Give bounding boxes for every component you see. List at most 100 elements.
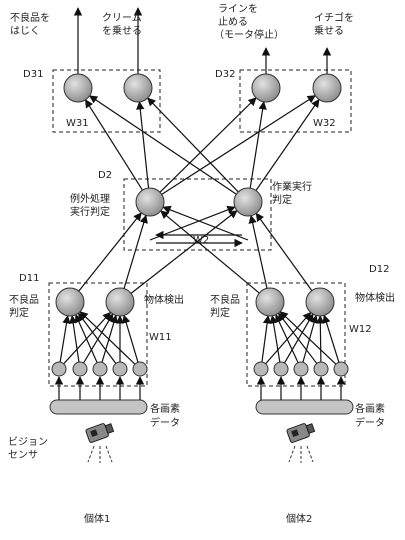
- network-nodes: [51, 73, 349, 377]
- neuron-node-l1: [55, 287, 85, 317]
- output-cream-line1: クリーム: [102, 12, 142, 24]
- defect-left-line1: 不良品: [9, 293, 39, 306]
- w2-input-edge: [130, 210, 238, 294]
- detect-left-label: 物体検出: [144, 293, 184, 306]
- output-reject-line1: 不良品を: [10, 11, 50, 24]
- exception-label-line2: 実行判定: [70, 205, 110, 218]
- pixel-right-line1: 各画素: [355, 402, 385, 415]
- output-stop-line1: ラインを: [218, 3, 258, 15]
- layer-box-d2: [123, 178, 272, 251]
- w11-edge: [59, 314, 71, 363]
- w3-edge: [161, 95, 316, 195]
- layer-label-d11: D11: [19, 273, 39, 284]
- input-node-9: [333, 361, 349, 377]
- input-node-6: [273, 361, 289, 377]
- input-node-1: [72, 361, 88, 377]
- camera-icon-right: [286, 423, 316, 443]
- w12-edge: [261, 315, 272, 363]
- layer-box-d12: [246, 282, 346, 387]
- input-node-5: [253, 361, 269, 377]
- input-node-2: [92, 361, 108, 377]
- output-stop-line2: 止める: [218, 16, 248, 28]
- w3-edge: [159, 97, 257, 193]
- w3-edge: [88, 95, 237, 195]
- w12-edge: [275, 313, 299, 363]
- pixel-left-line1: 各画素: [150, 402, 180, 415]
- sensor-rays-right: [288, 445, 314, 463]
- sensor-rays-left: [87, 445, 113, 463]
- w3-edge: [136, 101, 150, 189]
- unit-2-label: 個体2: [286, 512, 312, 525]
- work-label-line2: 判定: [272, 193, 292, 206]
- w12-edge: [322, 314, 340, 363]
- w12-edge: [284, 313, 314, 364]
- weight-label-w11: W11: [149, 332, 172, 343]
- input-node-4: [132, 361, 148, 377]
- defect-right-line2: 判定: [210, 306, 230, 319]
- layer-label-d12: D12: [369, 264, 389, 275]
- input-node-3: [112, 361, 128, 377]
- w12-edge: [277, 312, 318, 364]
- w2-input-edge: [248, 214, 268, 289]
- w2-input-edge: [160, 210, 260, 294]
- unit-1-label: 個体1: [84, 512, 110, 525]
- neuron-node-r1: [255, 287, 285, 317]
- w12-edge: [316, 315, 325, 363]
- output-reject-line2: はじく: [10, 25, 40, 37]
- neuron-node-o3: [251, 73, 281, 103]
- w2-input-edge: [123, 214, 148, 289]
- pixel-data-bar-right: [255, 399, 354, 415]
- exception-label-line1: 例外処理: [70, 192, 110, 205]
- w3-edge: [249, 100, 267, 189]
- input-node-7: [293, 361, 309, 377]
- weight-label-w32: W32: [313, 118, 336, 129]
- pixel-data-bar-left: [49, 399, 148, 415]
- w12-edge: [269, 314, 281, 363]
- w11-edge: [69, 315, 80, 363]
- camera-icon-left: [85, 423, 115, 443]
- vision-sensor-line1: ビジョン: [8, 436, 48, 448]
- weight-label-w12: W12: [349, 324, 372, 335]
- defect-right-line1: 不良品: [210, 293, 240, 306]
- input-node-0: [51, 361, 67, 377]
- input-node-8: [313, 361, 329, 377]
- w2-input-edge: [255, 212, 313, 291]
- w12-edge: [279, 311, 337, 365]
- output-strawberry-line2: 乗せる: [314, 25, 344, 37]
- w2-input-edge: [78, 212, 142, 292]
- defect-left-line2: 判定: [9, 306, 29, 319]
- neuron-node-o2: [123, 73, 153, 103]
- detect-right-label: 物体検出: [355, 291, 395, 304]
- w2-cross-edge: [162, 205, 249, 241]
- weight-label-w31: W31: [66, 118, 89, 129]
- neuron-node-o1: [63, 73, 93, 103]
- layer-box-d11: [48, 282, 148, 387]
- weight-label-w2: W2: [193, 235, 209, 246]
- neuron-node-m1: [135, 187, 165, 217]
- w11-edge: [77, 312, 117, 364]
- output-strawberry-line1: イチゴを: [314, 11, 354, 24]
- w3-edge: [84, 99, 144, 191]
- w12-edge: [265, 311, 312, 365]
- w11-edge: [83, 313, 114, 364]
- layer-box-d32: [239, 69, 352, 133]
- neuron-node-l2: [105, 287, 135, 317]
- w11-edge: [63, 311, 112, 365]
- neuron-node-m2: [233, 187, 263, 217]
- work-label-line1: 作業実行: [272, 180, 312, 193]
- connection-lines: [54, 7, 346, 400]
- w3-edge: [147, 97, 239, 193]
- w2-cross-edge: [149, 205, 236, 241]
- layer-label-d31: D31: [23, 69, 43, 80]
- w11-edge: [74, 314, 98, 363]
- output-cream-line2: を乗せる: [102, 25, 142, 37]
- w11-edge: [79, 311, 136, 365]
- pixel-right-line2: データ: [355, 416, 385, 429]
- layer-label-d32: D32: [215, 69, 235, 80]
- w3-edge: [255, 98, 320, 191]
- output-stop-line3: （モータ停止）: [214, 28, 284, 41]
- pixel-left-line2: データ: [150, 416, 180, 429]
- layer-label-d2: D2: [98, 170, 112, 181]
